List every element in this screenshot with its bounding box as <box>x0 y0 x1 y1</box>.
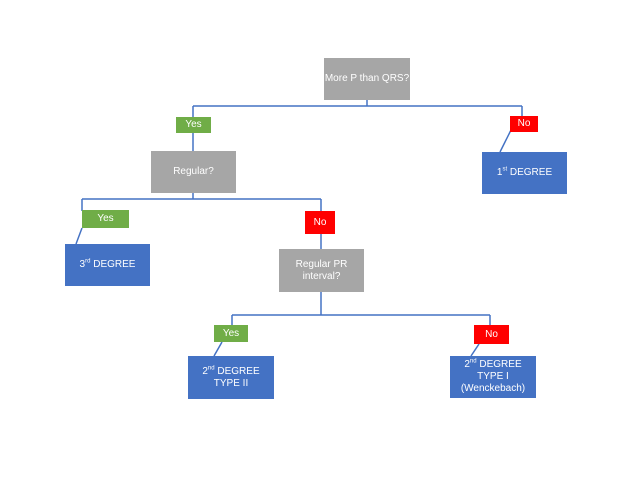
no-label-3: No <box>474 325 509 344</box>
question-regular-pr-interval-label: Regular PR interval? <box>295 258 348 282</box>
yes-label-2: Yes <box>82 210 129 228</box>
connector-no3-to-type1 <box>470 343 480 357</box>
question-more-p-than-qrs-label: More P than QRS? <box>324 73 410 84</box>
question-regular: Regular? <box>151 151 236 193</box>
yes-label-1: Yes <box>176 117 211 133</box>
yes-label-3-text: Yes <box>222 327 240 339</box>
connector-yes3-to-type2 <box>213 341 223 357</box>
connector-no1-to-first <box>499 129 512 153</box>
no-label-3-text: No <box>485 328 498 340</box>
connector-yes2-to-third <box>75 227 83 245</box>
question-more-p-than-qrs: More P than QRS? <box>324 58 410 100</box>
yes-label-2-text: Yes <box>97 213 114 224</box>
no-label-1: No <box>510 116 538 132</box>
result-second-degree-type-2: 2nd DEGREE TYPE II <box>188 356 274 399</box>
result-first-degree-label: 1st DEGREE <box>496 166 553 178</box>
result-second-degree-type-1-label: 2nd DEGREE TYPE I (Wenckebach) <box>460 358 526 394</box>
no-label-2-text: No <box>313 216 327 228</box>
result-third-degree: 3rd DEGREE <box>65 244 150 286</box>
result-third-degree-label: 3rd DEGREE <box>79 258 136 270</box>
yes-label-1-text: Yes <box>185 119 202 130</box>
yes-label-3: Yes <box>214 325 248 342</box>
question-regular-label: Regular? <box>173 166 214 177</box>
no-label-1-text: No <box>517 118 531 129</box>
no-label-2: No <box>305 211 335 234</box>
result-first-degree: 1st DEGREE <box>482 152 567 194</box>
question-regular-pr-interval: Regular PR interval? <box>279 249 364 292</box>
result-second-degree-type-1: 2nd DEGREE TYPE I (Wenckebach) <box>450 356 536 398</box>
result-second-degree-type-2-label: 2nd DEGREE TYPE II <box>202 365 260 389</box>
